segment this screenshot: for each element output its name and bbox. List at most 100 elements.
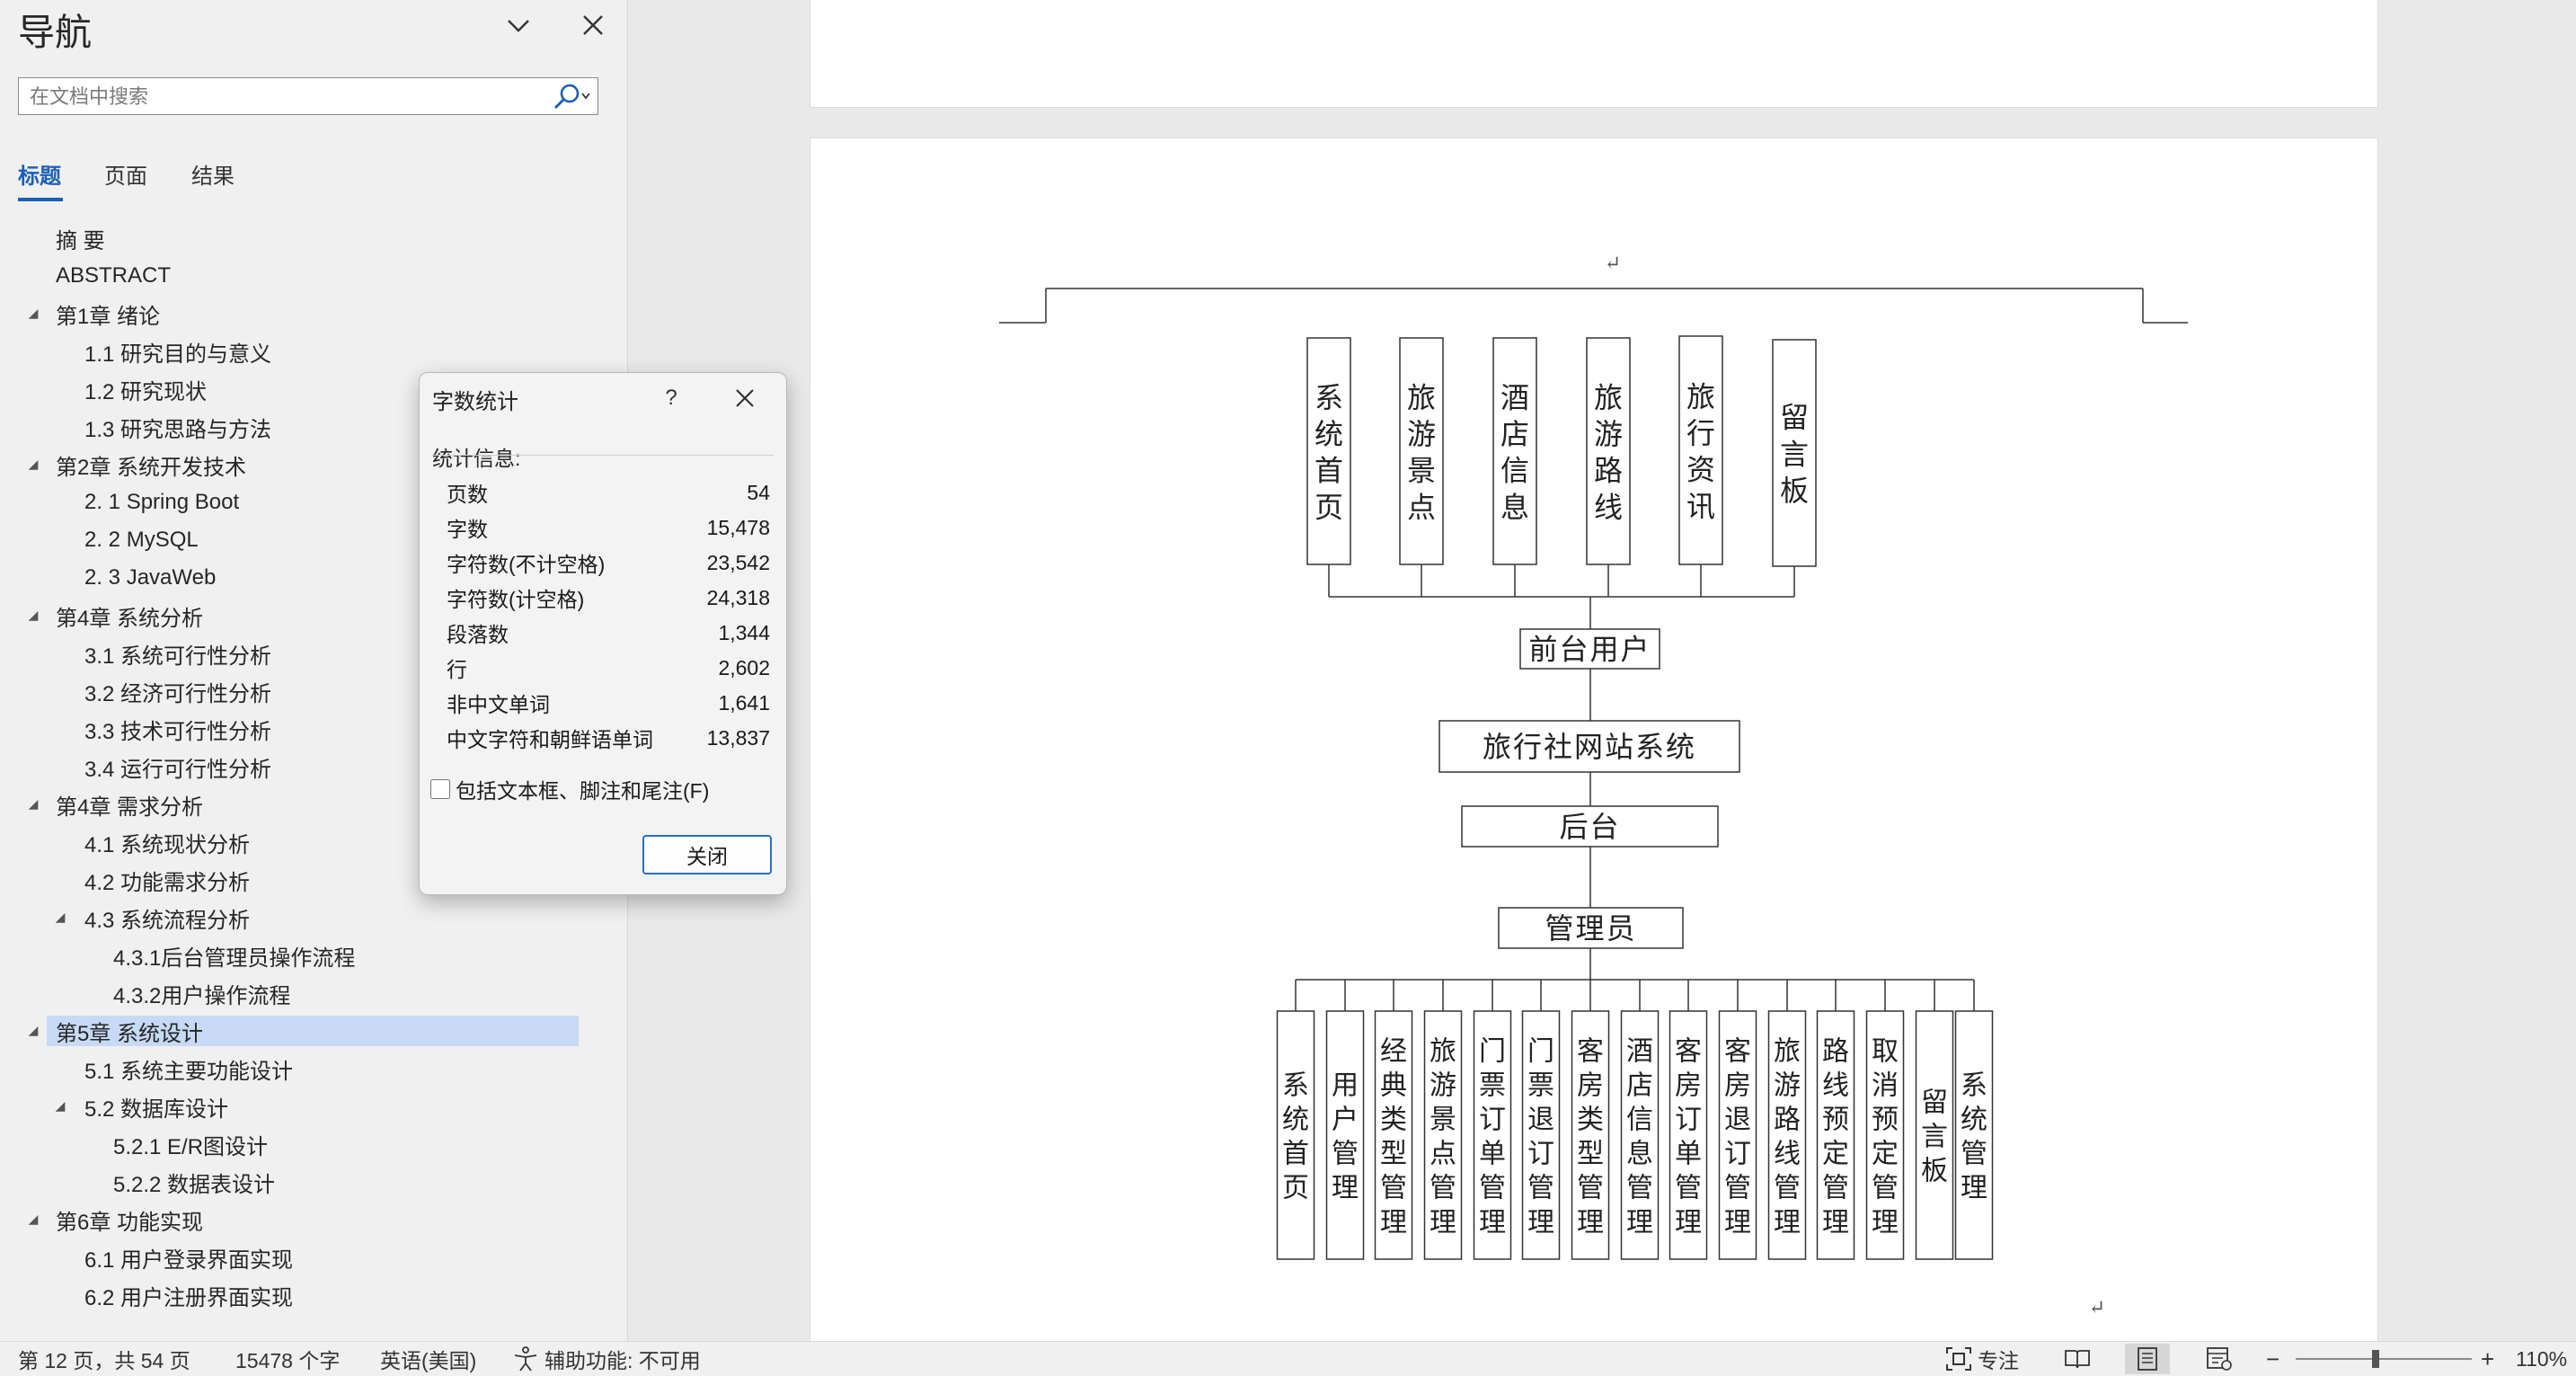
system-structure-diagram: ↵↵系统首页旅游景点酒店信息旅游路线旅行资讯留言板前台用户旅行社网站系统后台管理… [999, 252, 2188, 1318]
print-layout-button[interactable] [2125, 1344, 2170, 1374]
tab-headings[interactable]: 标题 [18, 164, 61, 189]
language-status[interactable]: 英语(美国) [380, 1349, 477, 1372]
admin-module-char: 景 [1430, 1105, 1456, 1135]
nav-options-button[interactable] [499, 5, 538, 45]
heading-item[interactable]: ABSTRACT [56, 263, 172, 288]
accessibility-status[interactable]: 辅助功能: 不可用 [512, 1342, 701, 1376]
include-textboxes-option[interactable]: 包括文本框、脚注和尾注(F) [430, 774, 709, 804]
close-button[interactable]: 关闭 [642, 835, 772, 874]
heading-item[interactable]: 1.1 研究目的与意义 [84, 342, 272, 367]
admin-module-char: 管 [1527, 1174, 1554, 1203]
stat-label: 非中文单词 [447, 693, 550, 716]
search-button[interactable] [545, 80, 596, 112]
front-module-char: 路 [1594, 455, 1623, 487]
page-count[interactable]: 第 12 页，共 54 页 [18, 1349, 190, 1372]
admin-module-char: 理 [1577, 1208, 1604, 1238]
collapse-arrow-icon[interactable]: ◢ [28, 608, 39, 622]
heading-item[interactable]: 3.4 运行可行性分析 [84, 757, 272, 782]
admin-module-char: 门 [1479, 1036, 1506, 1066]
admin-module-char: 管 [1724, 1174, 1751, 1203]
heading-item[interactable]: 4.3.2用户操作流程 [113, 983, 291, 1008]
heading-item[interactable]: 2. 2 MySQL [84, 528, 199, 552]
collapse-arrow-icon[interactable]: ◢ [28, 1023, 39, 1037]
backend-label: 后台 [1559, 811, 1620, 843]
admin-module-char: 信 [1626, 1105, 1653, 1135]
include-textboxes-checkbox[interactable] [430, 779, 450, 799]
heading-item[interactable]: 6.1 用户登录界面实现 [84, 1247, 294, 1273]
search-input[interactable] [28, 78, 553, 116]
backend-box [1461, 805, 1719, 848]
front-module-char: 旅 [1407, 381, 1436, 413]
tab-results[interactable]: 结果 [191, 164, 235, 189]
heading-item[interactable]: 6.2 用户注册界面实现 [84, 1285, 294, 1310]
front-module-char: 游 [1407, 418, 1436, 450]
status-bar: 第 12 页，共 54 页 15478 个字 英语(美国) 辅助功能: 不可用 … [0, 1341, 2576, 1376]
web-layout-button[interactable] [2197, 1344, 2242, 1374]
read-mode-button[interactable] [2055, 1344, 2100, 1374]
book-icon [2065, 1350, 2090, 1369]
front-module-char: 旅 [1686, 380, 1715, 413]
admin-module-char: 理 [1332, 1174, 1359, 1203]
admin-module-char: 订 [1527, 1140, 1554, 1169]
zoom-slider-thumb[interactable] [2371, 1350, 2379, 1368]
collapse-arrow-icon[interactable]: ◢ [28, 457, 39, 471]
focus-mode-button[interactable]: 专注 [1945, 1342, 2019, 1376]
dialog-close-button[interactable] [725, 378, 765, 418]
nav-close-button[interactable] [573, 5, 613, 45]
heading-item[interactable]: 第4章 系统分析 [56, 606, 204, 631]
zoom-in-button[interactable]: + [2481, 1345, 2495, 1372]
admin-module-char: 消 [1872, 1070, 1899, 1100]
heading-item[interactable]: 3.2 经济可行性分析 [84, 681, 272, 706]
admin-module-char: 言 [1921, 1123, 1948, 1152]
front-module-char: 游 [1594, 418, 1623, 450]
heading-item[interactable]: 2. 1 Spring Boot [84, 490, 240, 514]
heading-item[interactable]: 5.2.1 E/R图设计 [113, 1134, 269, 1159]
zoom-level[interactable]: 110% [2516, 1346, 2568, 1371]
admin-module-char: 预 [1872, 1105, 1899, 1135]
front-module-char: 留 [1780, 402, 1809, 434]
collapse-arrow-icon[interactable]: ◢ [55, 1098, 66, 1113]
admin-module-char: 房 [1675, 1070, 1702, 1100]
heading-item[interactable]: 摘 要 [56, 228, 105, 253]
heading-item[interactable]: 3.3 技术可行性分析 [84, 719, 272, 744]
heading-item[interactable]: 3.1 系统可行性分析 [84, 644, 272, 669]
heading-item[interactable]: 第6章 功能实现 [56, 1210, 204, 1235]
admin-module-box [1473, 1010, 1512, 1260]
heading-item[interactable]: 5.1 系统主要功能设计 [84, 1059, 294, 1084]
admin-module-char: 点 [1430, 1140, 1456, 1169]
word-count-status[interactable]: 15478 个字 [235, 1349, 341, 1372]
heading-item[interactable]: 2. 3 JavaWeb [84, 565, 217, 590]
heading-item[interactable]: 4.2 功能需求分析 [84, 870, 251, 895]
heading-item[interactable]: 1.2 研究现状 [84, 379, 208, 404]
heading-item[interactable]: 4.1 系统现状分析 [84, 832, 251, 857]
collapse-arrow-icon[interactable]: ◢ [28, 796, 39, 811]
zoom-slider[interactable] [2296, 1350, 2472, 1368]
help-button[interactable]: ? [665, 386, 677, 410]
admin-module-char: 留 [1921, 1087, 1948, 1117]
admin-module-box [1325, 1010, 1365, 1260]
heading-item[interactable]: 第2章 系统开发技术 [56, 455, 247, 480]
tab-pages[interactable]: 页面 [104, 164, 147, 189]
heading-item[interactable]: 4.3 系统流程分析 [84, 908, 251, 933]
admin-module-char: 订 [1675, 1105, 1702, 1135]
collapse-arrow-icon[interactable]: ◢ [28, 306, 39, 320]
heading-item[interactable]: 第4章 需求分析 [56, 795, 204, 820]
heading-item[interactable]: 第1章 绪论 [56, 304, 161, 329]
admin-module-box [1423, 1010, 1463, 1260]
front-module-char: 板 [1780, 475, 1809, 507]
heading-item[interactable]: 第5章 系统设计 [47, 1016, 579, 1046]
front-module-char: 酒 [1500, 381, 1529, 413]
admin-module-char: 理 [1479, 1208, 1506, 1238]
heading-item[interactable]: 1.3 研究思路与方法 [84, 417, 272, 442]
heading-item[interactable]: 5.2.2 数据表设计 [113, 1172, 276, 1197]
admin-module-char: 房 [1577, 1070, 1604, 1100]
system-box [1438, 720, 1740, 773]
heading-item[interactable]: 5.2 数据库设计 [84, 1096, 229, 1122]
collapse-arrow-icon[interactable]: ◢ [55, 910, 66, 924]
zoom-out-button[interactable]: − [2266, 1345, 2280, 1372]
heading-item[interactable]: 4.3.1后台管理员操作流程 [113, 945, 356, 971]
admin-module-char: 单 [1675, 1140, 1702, 1169]
front-module-char: 信 [1500, 455, 1529, 487]
collapse-arrow-icon[interactable]: ◢ [28, 1212, 39, 1226]
